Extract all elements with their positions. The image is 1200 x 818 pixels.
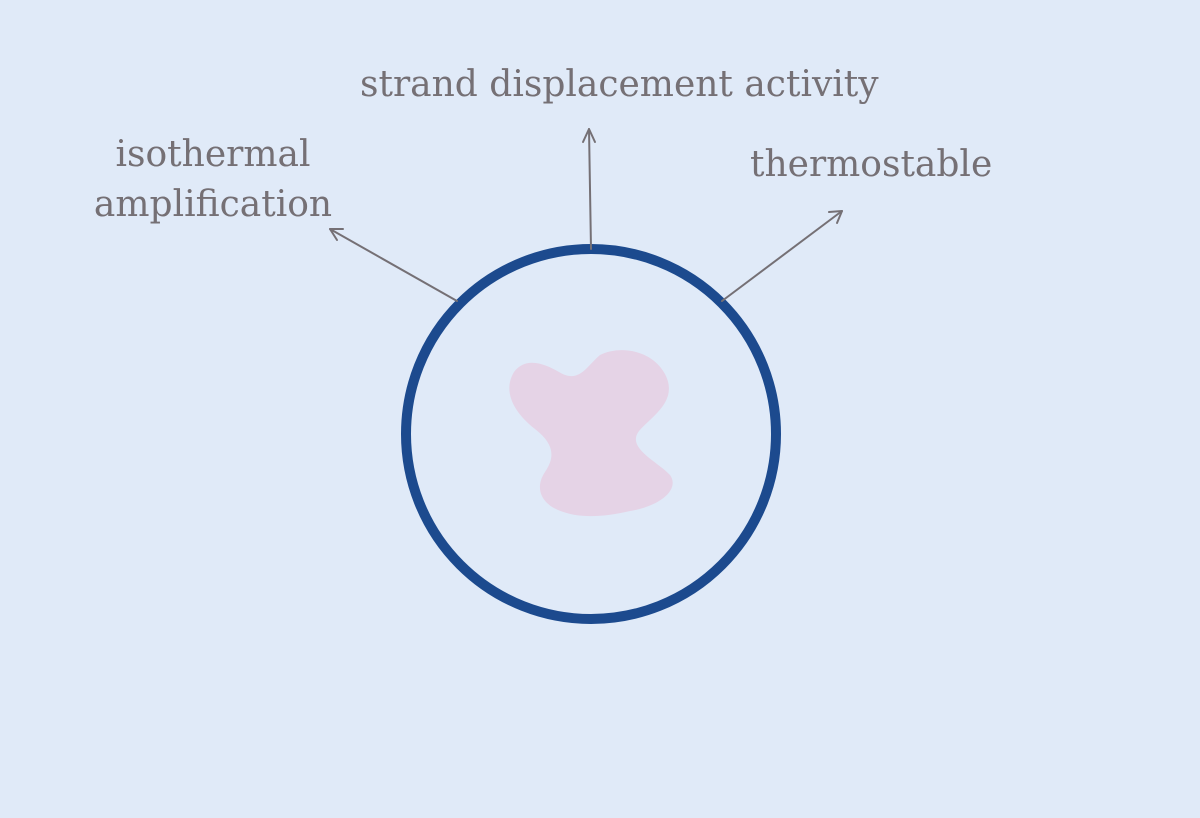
label-amplification-line: amplification	[93, 184, 333, 225]
arrow-top-shaft	[588, 128, 592, 250]
label-strand-displacement-activity-text: strand displacement activity	[360, 64, 879, 105]
label-thermostable-text: thermostable	[750, 144, 993, 185]
label-isothermal-line: isothermal	[115, 134, 311, 175]
label-isothermal-amplification: isothermal amplification	[92, 130, 334, 230]
label-strand-displacement-activity: strand displacement activity	[360, 60, 879, 110]
enzyme-blob	[509, 350, 673, 517]
arrow-left-shaft	[329, 228, 458, 302]
arrow-top-head	[582, 128, 596, 143]
arrow-right-shaft	[721, 210, 843, 302]
arrow-right-head	[828, 210, 843, 224]
arrow-left-head	[329, 228, 344, 241]
label-thermostable: thermostable	[750, 140, 993, 190]
